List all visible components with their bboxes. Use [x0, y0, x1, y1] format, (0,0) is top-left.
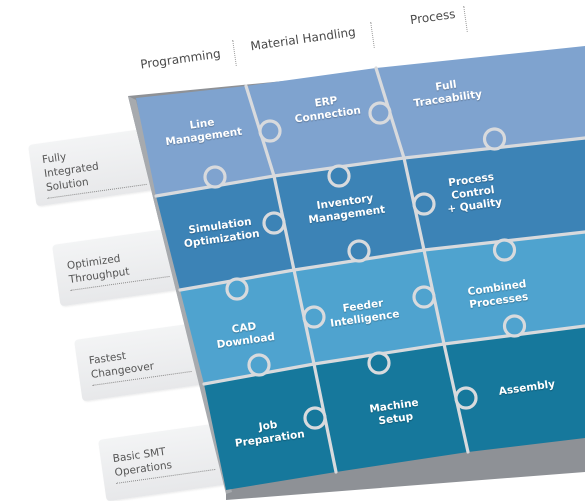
puzzle-piece-process-control-quality [404, 138, 585, 250]
puzzle-knob [327, 164, 351, 188]
puzzle-knob [225, 277, 249, 301]
puzzle-seam-vertical [374, 66, 470, 454]
puzzle-knob [258, 119, 282, 143]
puzzle-knob [492, 238, 517, 262]
puzzle-piece-erp-connection [246, 68, 404, 176]
puzzle-seam-vertical [244, 84, 338, 474]
puzzle-knob [412, 285, 436, 309]
puzzle-knob [367, 351, 391, 375]
puzzle-knob [454, 386, 478, 410]
puzzle-knob [502, 314, 527, 338]
puzzle-knob [262, 211, 286, 235]
puzzle-piece-line-management [136, 86, 274, 196]
puzzle-knob [368, 101, 392, 125]
puzzle-knob [482, 127, 507, 151]
puzzle-piece-simulation-optimization [156, 176, 294, 290]
puzzle-piece-job-preparation [204, 364, 336, 490]
puzzle-knob [247, 353, 271, 377]
puzzle-knob [203, 165, 227, 189]
puzzle-piece-inventory-management [274, 158, 424, 270]
puzzle-knob [303, 406, 327, 430]
puzzle-piece-feeder-intelligence [294, 250, 444, 364]
puzzle-knob [412, 192, 436, 216]
puzzle-piece-machine-setup [314, 344, 468, 472]
puzzle-piece-cad-download [180, 270, 314, 384]
puzzle-knob [347, 239, 371, 263]
puzzle-knob [302, 305, 326, 329]
board-side-edge [128, 96, 232, 494]
puzzle-piece-assembly [444, 326, 585, 452]
puzzle-piece-full-traceability [376, 46, 585, 158]
puzzle-piece-combined-processes [424, 232, 585, 344]
pieces-layer [136, 46, 585, 490]
seams-layer [154, 66, 585, 474]
